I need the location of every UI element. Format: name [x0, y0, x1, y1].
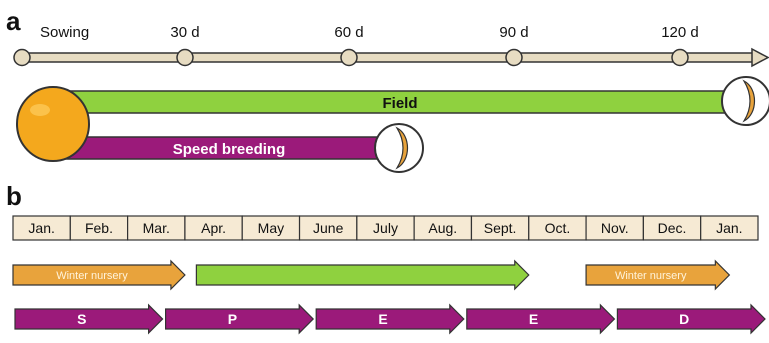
- timeline-tick-label: Sowing: [40, 24, 89, 41]
- stage-arrow: [316, 305, 464, 333]
- timeline-arrowhead: [752, 49, 768, 66]
- seed-icon: [17, 87, 89, 161]
- field-pod-icon: [722, 77, 769, 125]
- panel-b-label: b: [6, 181, 22, 211]
- month-label: Jan.: [28, 220, 54, 236]
- stage-arrow: [617, 305, 765, 333]
- month-label: June: [313, 220, 344, 236]
- speed-breeding-bar: Speed breeding: [60, 137, 400, 159]
- stage-arrow-label: D: [679, 311, 689, 327]
- timeline-tick-label: 30 d: [170, 24, 199, 41]
- month-label: July: [373, 220, 398, 236]
- stage-arrow-label: E: [378, 311, 387, 327]
- stage-arrow: [166, 305, 314, 333]
- stage-arrow-label: S: [77, 311, 86, 327]
- timeline-tick-marker: [341, 50, 357, 66]
- speed-breeding-bar-label: Speed breeding: [173, 141, 286, 158]
- season-arrow: [196, 261, 528, 289]
- season-arrow-label: Winter nursery: [56, 270, 128, 282]
- stage-arrow-label: P: [228, 311, 237, 327]
- timeline-axis: [20, 53, 755, 62]
- month-label: Jan.: [716, 220, 742, 236]
- month-label: Mar.: [143, 220, 170, 236]
- month-label: Feb.: [85, 220, 113, 236]
- month-label: May: [258, 220, 284, 236]
- field-bar-label: Field: [382, 95, 417, 112]
- timeline: Sowing 30 d 60 d 90 d 120 d: [14, 24, 768, 66]
- panel-a-label: a: [6, 6, 21, 36]
- field-bar: Field: [60, 91, 740, 113]
- month-label: Apr.: [201, 220, 226, 236]
- month-label: Aug.: [428, 220, 457, 236]
- month-label: Sept.: [484, 220, 517, 236]
- season-arrow-label: Winter nursery: [615, 270, 687, 282]
- timeline-tick-label: 60 d: [334, 24, 363, 41]
- timeline-tick-label: 120 d: [661, 24, 699, 41]
- month-row: Jan. Feb. Mar. Apr. May June July Aug. Sept. Oct.…: [13, 216, 758, 240]
- timeline-tick-marker: [177, 50, 193, 66]
- stage-arrow: [467, 305, 615, 333]
- growing-season-row: Winter nursery Winter nursery: [13, 261, 729, 289]
- stage-arrow: [15, 305, 163, 333]
- timeline-tick-marker: [14, 50, 30, 66]
- month-label: Oct.: [545, 220, 571, 236]
- month-label: Nov.: [601, 220, 629, 236]
- timeline-tick-label: 90 d: [499, 24, 528, 41]
- speed-breeding-pod-icon: [375, 124, 423, 172]
- timeline-tick-marker: [672, 50, 688, 66]
- stage-arrow-label: E: [529, 311, 538, 327]
- timeline-tick-marker: [506, 50, 522, 66]
- seed-highlight: [30, 104, 50, 116]
- month-label: Dec.: [658, 220, 687, 236]
